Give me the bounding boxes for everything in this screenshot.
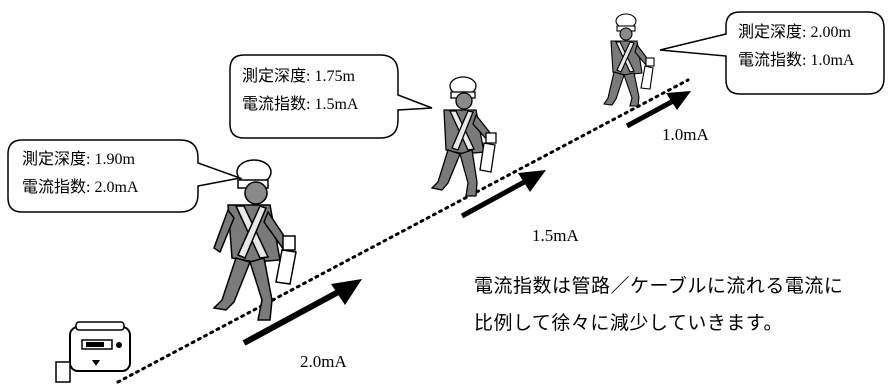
depth-label: 測定深度 <box>738 22 803 41</box>
bubble-1-text: 測定深度: 1.90m 電流指数: 2.0mA <box>22 145 138 201</box>
depth-value: : 1.90m <box>86 151 135 168</box>
worker-figure-2 <box>430 76 497 197</box>
depth-value: : 2.00m <box>802 24 851 41</box>
current-arrow-3 <box>625 91 691 129</box>
bubble-2-index: 電流指数: 1.5mA <box>242 90 358 118</box>
bubble-2-depth: 測定深度: 1.75m <box>242 62 358 90</box>
bubble-1-index: 電流指数: 2.0mA <box>22 173 138 201</box>
speech-bubble-1 <box>7 139 243 213</box>
speech-bubble-2 <box>229 54 433 139</box>
bubble-3-depth: 測定深度: 2.00m <box>738 18 854 46</box>
depth-label: 測定深度 <box>242 66 307 85</box>
explanation-note: 電流指数は管路／ケーブルに流れる電流に 比例して徐々に減少していきます。 <box>474 268 843 342</box>
index-value: : 2.0mA <box>86 179 139 196</box>
current-arrow-1 <box>242 279 362 346</box>
depth-value: : 1.75m <box>306 68 355 85</box>
bubble-3-text: 測定深度: 2.00m 電流指数: 1.0mA <box>738 18 854 74</box>
worker-figure-3 <box>603 13 655 107</box>
speech-bubble-3 <box>659 11 885 95</box>
worker-figure-1 <box>212 159 297 321</box>
bubble-1-depth: 測定深度: 1.90m <box>22 145 138 173</box>
index-label: 電流指数 <box>242 94 307 113</box>
index-value: : 1.0mA <box>802 52 855 69</box>
bubble-2-text: 測定深度: 1.75m 電流指数: 1.5mA <box>242 62 358 118</box>
current-label-2: 1.5mA <box>532 226 579 245</box>
note-line-1: 電流指数は管路／ケーブルに流れる電流に <box>474 275 844 297</box>
bubble-3-index: 電流指数: 1.0mA <box>738 46 854 74</box>
note-line-2: 比例して徐々に減少していきます。 <box>474 312 783 334</box>
cable-path <box>116 78 690 384</box>
index-label: 電流指数 <box>22 177 87 196</box>
current-label-1: 2.0mA <box>300 352 347 371</box>
current-arrow-2 <box>460 170 546 219</box>
depth-label: 測定深度 <box>22 149 87 168</box>
index-label: 電流指数 <box>738 50 803 69</box>
transmitter-icon <box>55 321 131 383</box>
current-label-3: 1.0mA <box>662 125 709 144</box>
index-value: : 1.5mA <box>306 96 359 113</box>
